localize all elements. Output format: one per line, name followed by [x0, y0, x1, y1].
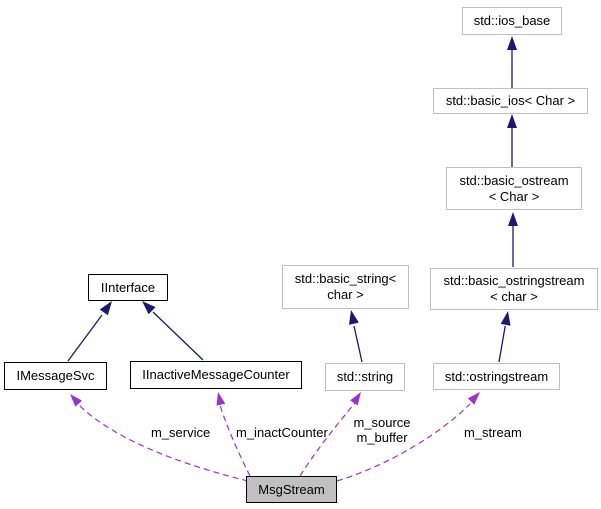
- node-label: std::string: [336, 369, 394, 384]
- edge-line: [219, 404, 251, 477]
- arrowhead: [70, 394, 82, 407]
- edge-line: [498, 325, 506, 363]
- node-std-ios-base: std::ios_base: [462, 7, 562, 35]
- edge-label-m-inactcounter: m_inactCounter: [236, 425, 328, 440]
- arrowhead: [508, 212, 518, 226]
- usage-edge-msgstream-to-iinactivemessagecounter: [216, 392, 251, 477]
- arrowhead: [467, 392, 480, 405]
- edge-label-m-service: m_service: [151, 425, 211, 440]
- node-iinterface[interactable]: IInterface: [88, 274, 168, 301]
- node-label: std::ostringstream: [444, 368, 549, 384]
- edge-line: [152, 311, 204, 361]
- edge-label-m-source: m_source: [353, 415, 411, 430]
- edge-line: [336, 403, 471, 482]
- node-label-line1: std::basic_ostream: [459, 172, 569, 188]
- edge-line: [75, 401, 249, 482]
- node-iinactivemessagecounter[interactable]: IInactiveMessageCounter: [130, 361, 302, 389]
- edge-label-m-stream: m_stream: [464, 425, 522, 440]
- node-label-line1: std::basic_ostringstream: [443, 273, 585, 288]
- usage-edge-msgstream-to-imessagesvc: [70, 394, 249, 482]
- node-label-line2: < char >: [490, 289, 538, 304]
- edge-label-m-buffer: m_buffer: [356, 430, 408, 445]
- node-label-line2: < Char >: [488, 188, 540, 204]
- node-std-basic-ostringstream: std::basic_ostringstream < char >: [430, 268, 598, 310]
- node-label: IMessageSvc: [16, 368, 95, 383]
- arrowhead: [142, 301, 156, 315]
- edge-line: [299, 402, 356, 477]
- node-std-string: std::string: [325, 363, 405, 391]
- edge-label-m-source-m-buffer: m_source m_buffer: [349, 415, 415, 445]
- node-label: IInactiveMessageCounter: [142, 367, 290, 382]
- node-msgstream-focus: MsgStream: [246, 476, 337, 503]
- edge-line: [67, 314, 103, 362]
- arrowhead: [507, 36, 517, 50]
- node-std-ostringstream: std::ostringstream: [433, 363, 560, 390]
- node-label-line2: char >: [327, 287, 364, 302]
- inheritance-edge-imessagesvc-to-iinterface: [67, 301, 112, 362]
- arrowhead: [500, 311, 511, 326]
- node-label: MsgStream: [258, 481, 325, 497]
- arrowhead: [99, 301, 112, 316]
- inheritance-edge-ostringstream-to-basic-ostringstream: [498, 311, 511, 363]
- edge-line: [353, 325, 363, 363]
- usage-edge-msgstream-to-string: [299, 392, 361, 477]
- inheritance-edge-basic-ostream-to-basic-ios: [507, 114, 517, 167]
- node-std-basic-ostream: std::basic_ostream < Char >: [446, 167, 582, 210]
- node-imessagesvc[interactable]: IMessageSvc: [4, 362, 107, 390]
- inheritance-edge-string-to-basic-string: [349, 310, 363, 363]
- arrowhead: [507, 114, 517, 128]
- node-label-line1: std::basic_string<: [294, 271, 397, 286]
- node-label: IInterface: [100, 279, 156, 295]
- node-std-basic-string: std::basic_string< char >: [282, 265, 409, 309]
- node-label: std::basic_ios< Char >: [445, 93, 576, 108]
- inheritance-edge-iinactivemessagecounter-to-iinterface: [142, 301, 204, 361]
- inheritance-edge-basic-ostringstream-to-basic-ostream: [508, 212, 518, 267]
- arrowhead: [350, 392, 361, 406]
- inheritance-edge-basic-ios-to-ios-base: [507, 36, 517, 88]
- arrowhead: [216, 392, 226, 406]
- arrowhead: [349, 310, 359, 325]
- node-label: std::ios_base: [473, 13, 551, 28]
- usage-edge-msgstream-to-ostringstream: [336, 392, 480, 482]
- node-std-basic-ios: std::basic_ios< Char >: [433, 88, 588, 114]
